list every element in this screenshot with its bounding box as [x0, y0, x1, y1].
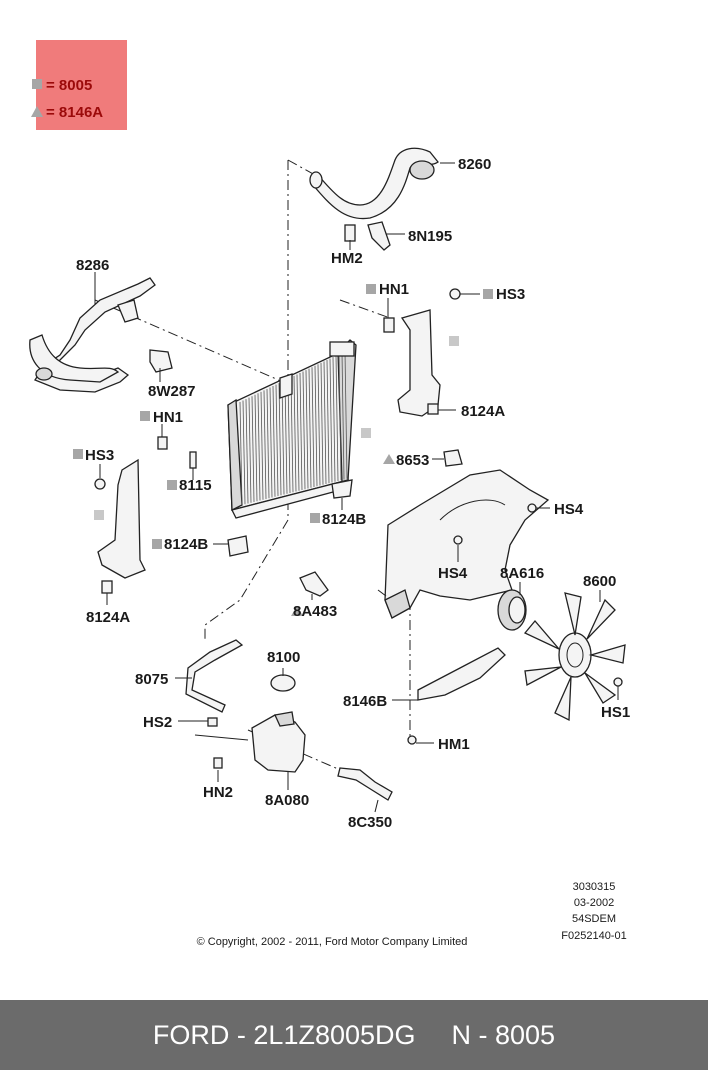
hose-bracket [344, 221, 391, 251]
label-8a080: 8A080 [265, 792, 309, 809]
label-8653: 8653 [396, 452, 429, 469]
label-8115: 8115 [179, 477, 212, 494]
label-8c350: 8C350 [348, 814, 392, 831]
label-hm2: HM2 [331, 250, 363, 267]
radiator-fins [239, 351, 348, 506]
part-labels: 8260 8N195 HM2 8286 8W287 HN1 HS3 8124A … [76, 156, 630, 831]
upper-radiator-hose [309, 147, 439, 220]
lower-radiator-hose [29, 277, 156, 393]
coolant-reservoir [207, 674, 306, 773]
label-8n195: 8N195 [408, 228, 452, 245]
legend-box [36, 40, 127, 130]
label-hs4-right: HS4 [554, 501, 584, 518]
label-hs2: HS2 [143, 714, 172, 731]
label-8124b-right: 8124B [322, 511, 366, 528]
legend: = 8005 = 8146A [31, 40, 127, 130]
footer-part-number: N - 8005 [451, 1019, 556, 1050]
footer-part-ref: FORD - 2L1Z8005DG [152, 1019, 416, 1050]
leader-lines [94, 162, 619, 813]
exploded-parts-diagram: = 8005 = 8146A [29, 40, 630, 948]
fan-shroud [384, 449, 550, 619]
radiator [227, 339, 357, 519]
ref-code-1: 3030315 [573, 881, 616, 893]
label-8286: 8286 [76, 257, 109, 274]
fan-blade [523, 592, 626, 722]
label-hs4-mid: HS4 [438, 565, 468, 582]
legend-square-symbol [32, 79, 42, 89]
label-hm1: HM1 [438, 736, 470, 753]
label-8124a-left: 8124A [86, 609, 130, 626]
copyright: © Copyright, 2002 - 2011, Ford Motor Com… [197, 936, 468, 948]
label-8260: 8260 [458, 156, 491, 173]
legend-item-triangle: = 8146A [46, 104, 103, 121]
ref-code-3: 54SDEM [572, 913, 616, 925]
radiator-support-bracket-right [383, 288, 461, 417]
part-number-footer: FORD - 2L1Z8005DG N - 8005 [0, 1000, 708, 1070]
overflow-hose [337, 767, 393, 801]
radiator-support-bracket-left [94, 436, 168, 594]
label-8100: 8100 [267, 649, 300, 666]
legend-triangle-symbol [31, 106, 43, 117]
legend-item-square: = 8005 [46, 77, 92, 94]
label-hs1: HS1 [601, 704, 630, 721]
ref-code-4: F0252140-01 [561, 930, 626, 942]
label-8a616: 8A616 [500, 565, 544, 582]
label-hn1-left: HN1 [153, 409, 183, 426]
label-8075: 8075 [135, 671, 168, 688]
label-hs3-right: HS3 [496, 286, 525, 303]
hose-clamp-bracket [149, 349, 173, 373]
drawing-references: 3030315 03-2002 54SDEM F0252140-01 © Cop… [197, 881, 627, 948]
label-hn1-right: HN1 [379, 281, 409, 298]
label-hs3-left: HS3 [85, 447, 114, 464]
label-8w287: 8W287 [148, 383, 196, 400]
lower-fan-shroud [407, 647, 623, 745]
label-hn2: HN2 [203, 784, 233, 801]
ref-code-2: 03-2002 [574, 897, 614, 909]
bypass-hose [185, 639, 244, 713]
part-markers [73, 284, 493, 616]
label-8600: 8600 [583, 573, 616, 590]
label-8124a-right: 8124A [461, 403, 505, 420]
label-8a483: 8A483 [293, 603, 337, 620]
label-8124b-low: 8124B [164, 536, 208, 553]
fan-clutch [497, 589, 527, 631]
label-8146b: 8146B [343, 693, 387, 710]
